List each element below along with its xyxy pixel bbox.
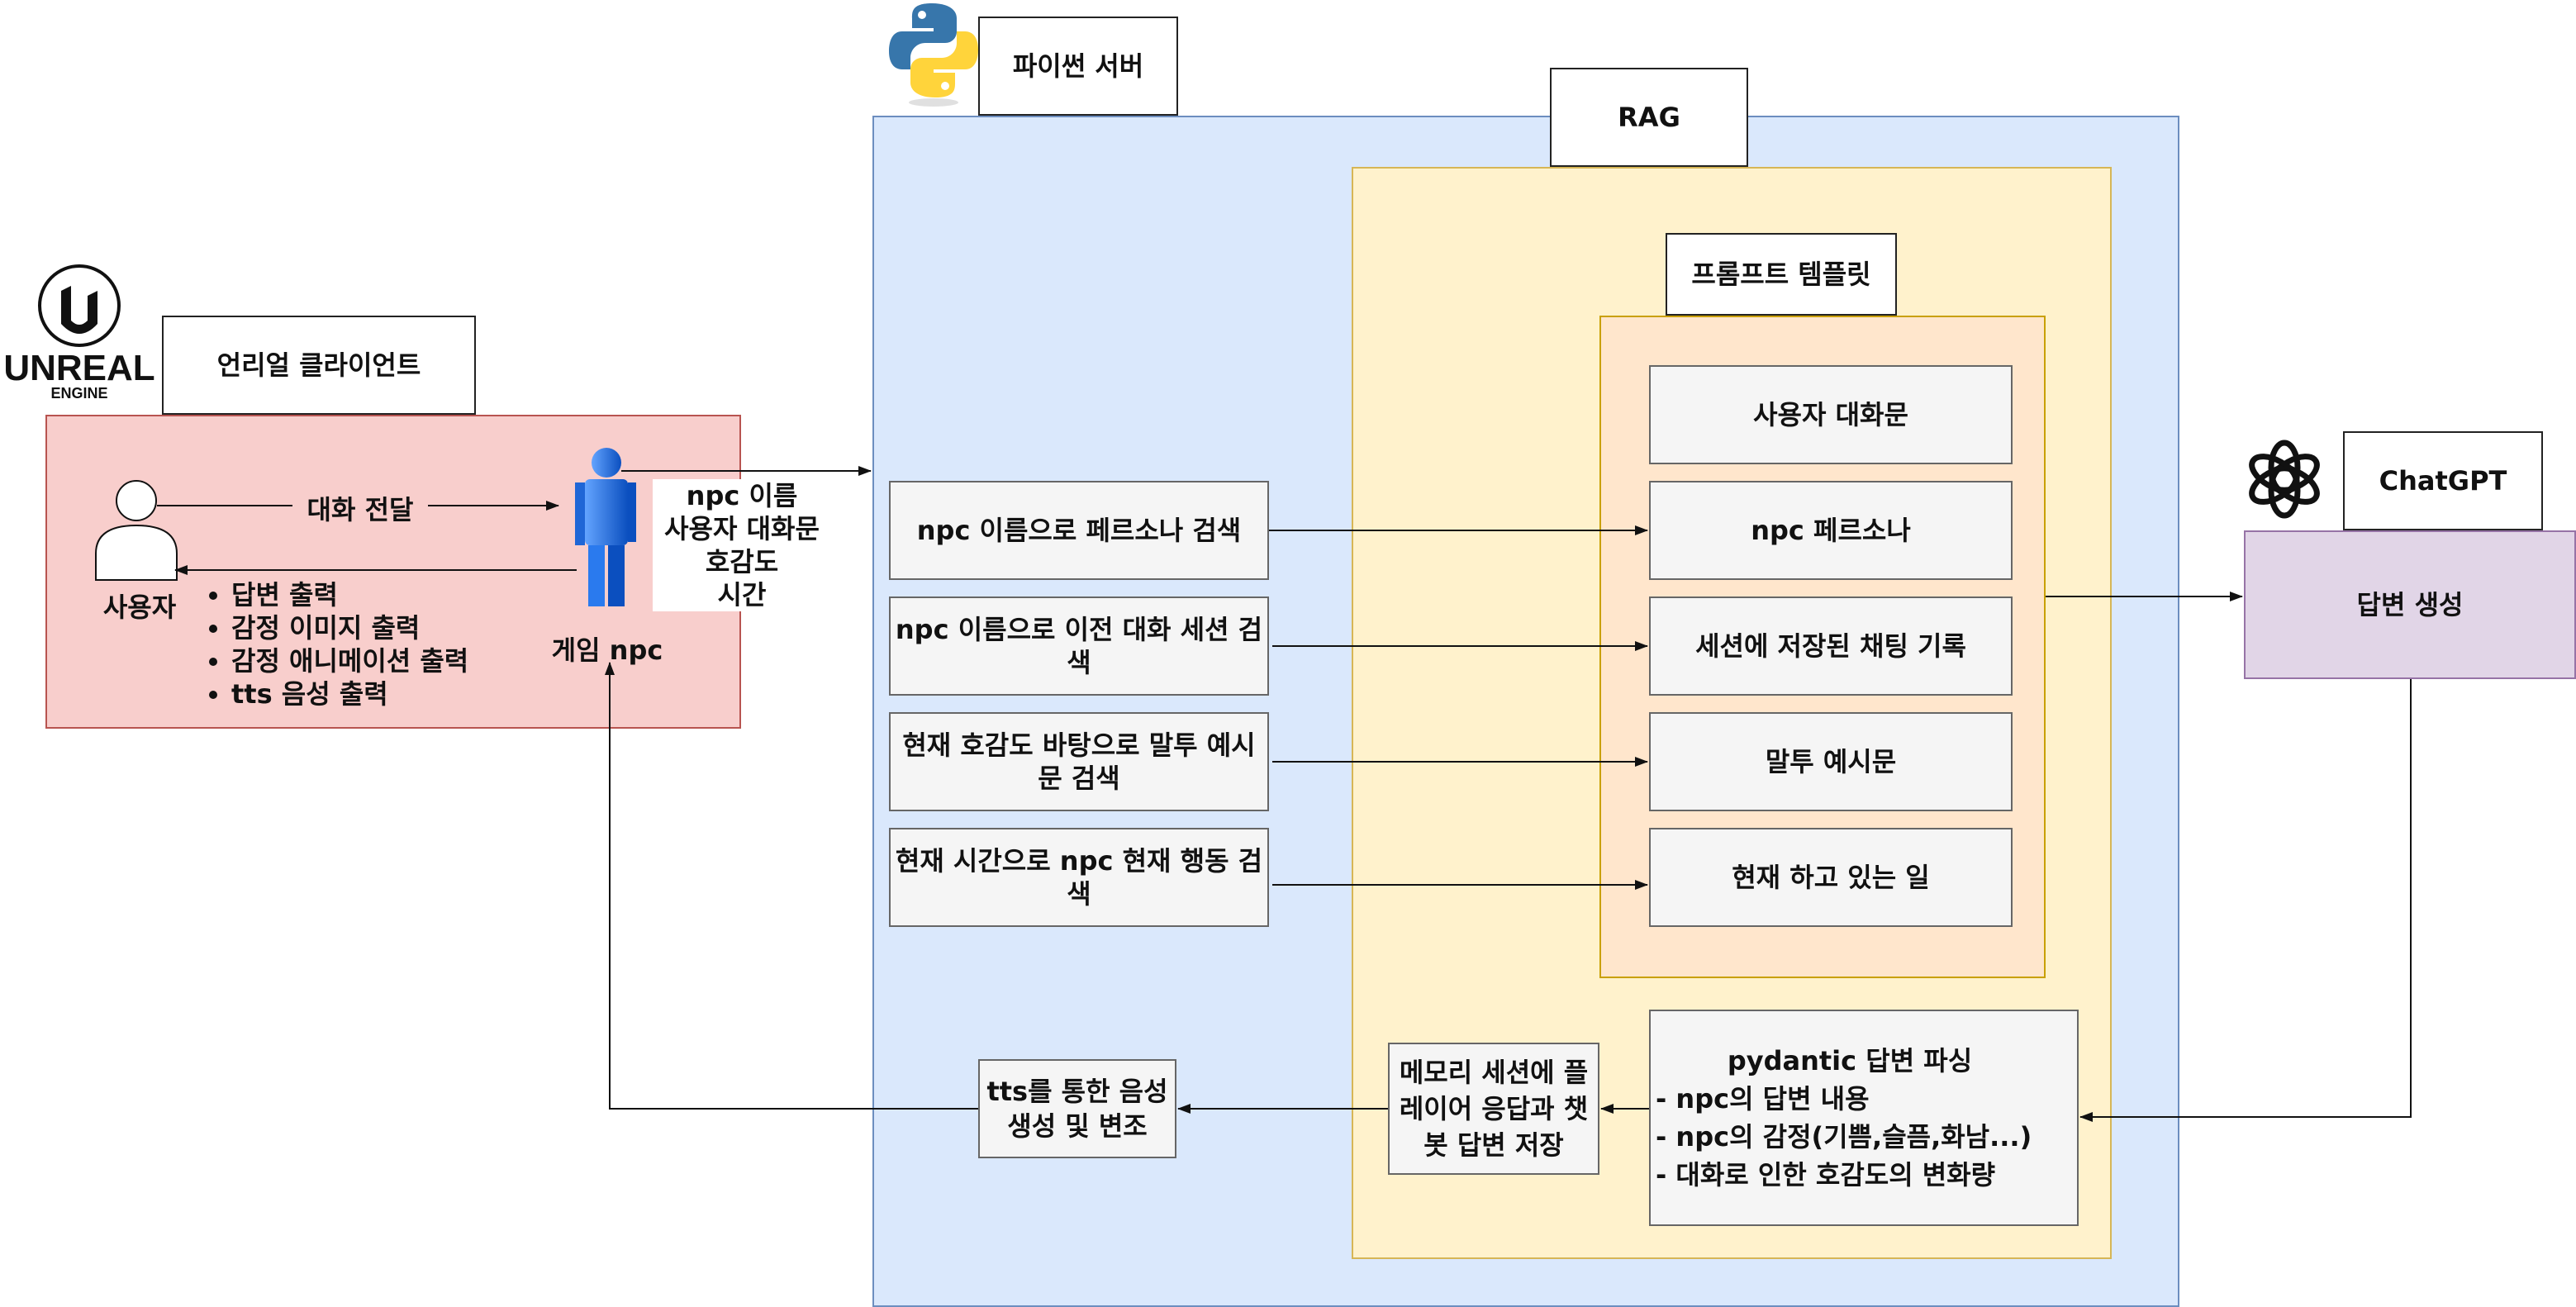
talk-label: 대화 전달 (294, 489, 426, 527)
game-npc-figure (570, 446, 636, 608)
tts-to-npc-arrow (605, 662, 978, 1110)
user-actor (93, 479, 180, 583)
user-label: 사용자 (102, 592, 177, 623)
search-action-box: 현재 시간으로 npc 현재 행동 검색 (889, 828, 1269, 927)
chatgpt-title: ChatGPT (2343, 431, 2543, 530)
npc-person-icon (575, 448, 636, 606)
search-persona-box: npc 이름으로 페르소나 검색 (889, 481, 1269, 580)
parse-line: - 대화로 인한 호감도의 변화량 (1656, 1159, 1996, 1191)
unreal-logo-word: UNREAL (3, 348, 154, 388)
pydantic-parse-title: pydantic 답변 파싱 (1727, 1045, 1973, 1076)
prompt-template-title: 프롬프트 템플릿 (1666, 233, 1897, 316)
chatgpt-generate-label: 답변 생성 (2356, 589, 2464, 620)
output-item: tts 음성 출력 (231, 677, 558, 711)
unreal-client-title: 언리얼 클라이언트 (162, 316, 476, 415)
output-item: 답변 출력 (231, 578, 558, 611)
template-user-message: 사용자 대화문 (1649, 365, 2013, 464)
user-person-icon (95, 480, 178, 581)
unreal-logo-sub: ENGINE (50, 385, 107, 402)
parse-line: - npc의 답변 내용 (1656, 1083, 1870, 1115)
rag-title: RAG (1550, 68, 1748, 167)
python-server-title: 파이썬 서버 (978, 17, 1178, 116)
unreal-engine-icon: UNREAL ENGINE (3, 264, 155, 402)
template-npc-persona: npc 페르소나 (1649, 481, 2013, 580)
parse-line: - npc의 감정(기쁨,슬픔,화남...) (1656, 1121, 2032, 1153)
chatgpt-generate-box: 답변 생성 (2244, 530, 2576, 679)
template-chat-history: 세션에 저장된 채팅 기록 (1649, 596, 2013, 696)
search-tone-box: 현재 호감도 바탕으로 말투 예시문 검색 (889, 712, 1269, 811)
request-payload-label: npc 이름 사용자 대화문 호감도 시간 (653, 479, 831, 611)
tts-box: tts를 통한 음성 생성 및 변조 (978, 1059, 1176, 1158)
openai-logo (2242, 436, 2326, 522)
python-logo (887, 0, 980, 107)
pydantic-parse-box: pydantic 답변 파싱 - npc의 답변 내용 - npc의 감정(기쁨… (1649, 1010, 2079, 1226)
search-session-box: npc 이름으로 이전 대화 세션 검색 (889, 596, 1269, 696)
unreal-engine-logo: UNREAL ENGINE (0, 263, 165, 403)
python-icon (889, 3, 978, 107)
output-item: 감정 이미지 출력 (231, 611, 558, 644)
template-tone-examples: 말투 예시문 (1649, 712, 2013, 811)
output-item: 감정 애니메이션 출력 (231, 644, 558, 677)
memory-save-box: 메모리 세션에 플레이어 응답과 챗봇 답변 저장 (1388, 1043, 1599, 1175)
game-npc-label: 게임 npc (551, 634, 663, 666)
client-output-list: 답변 출력 감정 이미지 출력 감정 애니메이션 출력 tts 음성 출력 (195, 578, 558, 711)
chatgpt-to-parse-arrow (2079, 679, 2412, 1122)
openai-icon (2249, 440, 2320, 519)
template-current-activity: 현재 하고 있는 일 (1649, 828, 2013, 927)
